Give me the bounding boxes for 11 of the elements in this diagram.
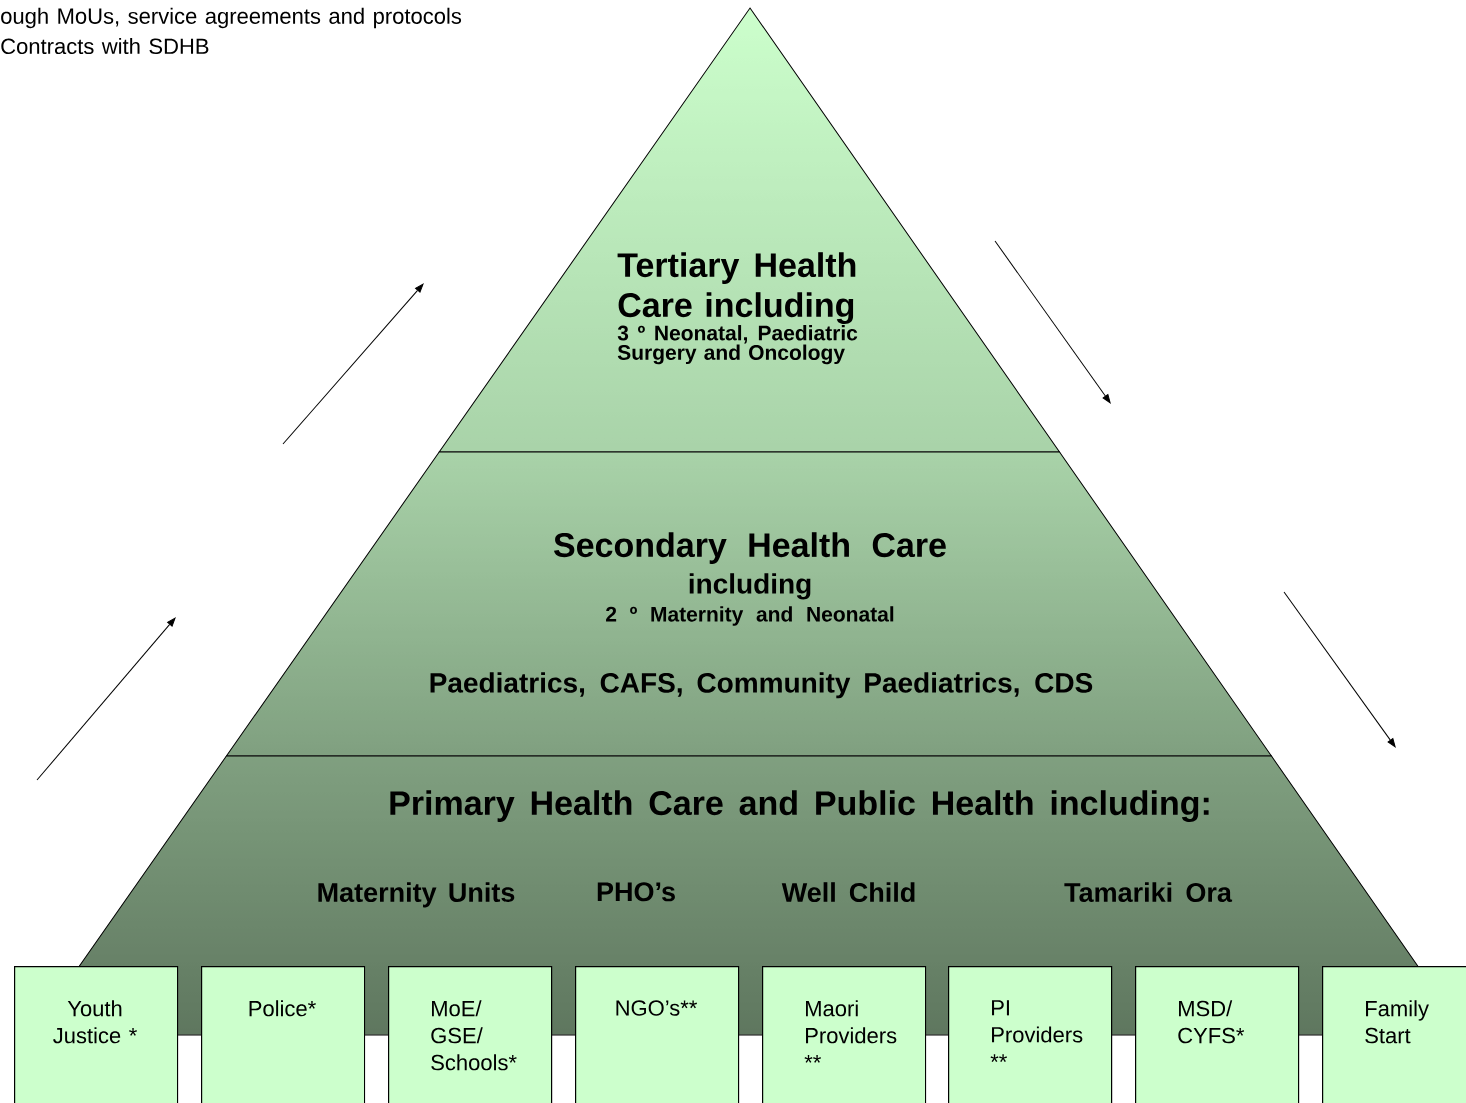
pyramid-band: Secondary Health Care including 2 º Maternity and Neonatal Paediatrics, CAFS, Community Paediatrics, CDS [225, 451, 1272, 757]
note-text: ough MoUs, service agreements and protocols [1, 7, 462, 29]
organisation-box: PI Providers ** [948, 966, 1113, 1103]
note-text: Contracts with SDHB [1, 37, 209, 55]
organisation-box: MSD/ CYFS* [1135, 966, 1300, 1103]
organisation-box: Maori Providers ** [762, 966, 927, 1103]
organisation-box: Family Start [1322, 966, 1466, 1103]
organisation-box: NGO’s** [575, 966, 740, 1103]
organisation-box: Police* [201, 966, 366, 1103]
organisation-box: Youth Justice * [14, 966, 179, 1103]
organisation-box: MoE/ GSE/ Schools* [388, 966, 553, 1103]
